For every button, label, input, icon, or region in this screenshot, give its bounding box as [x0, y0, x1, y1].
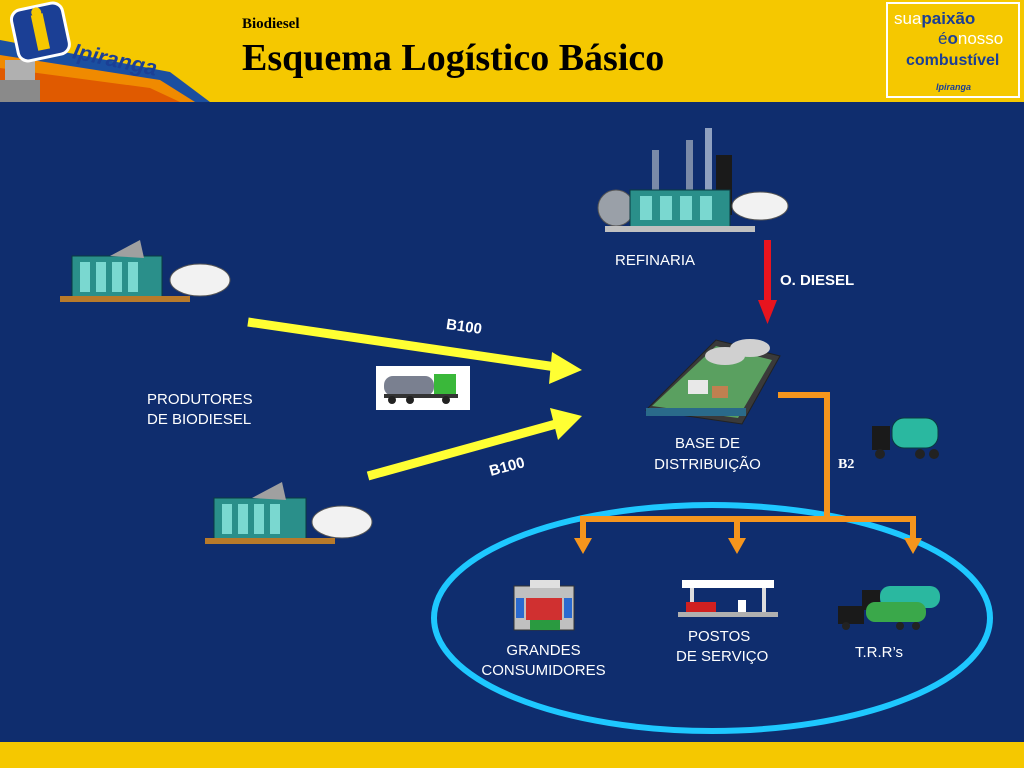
slogan-combustivel: combustível [906, 52, 1000, 69]
distribution-base-label-line2: DISTRIBUIÇÃO [654, 456, 761, 473]
large-consumers-label-line2: CONSUMIDORES [481, 662, 606, 679]
slogan-o: o [947, 29, 958, 48]
page-title: Esquema Logístico Básico [242, 37, 665, 79]
distribution-base-icon [644, 339, 781, 425]
service-stations-label-line2: DE SERVIÇO [676, 648, 769, 665]
gas-station-icon [678, 580, 778, 617]
slogan-nosso: nosso [957, 29, 1004, 48]
b100-arrow-top [247, 317, 582, 384]
service-stations-label-line1: POSTOS [688, 628, 751, 645]
b100-arrow-bottom [366, 408, 582, 481]
diesel-arrow [758, 240, 777, 324]
slogan-badge: suapaixão éonosso combustível Ipiranga [886, 2, 1020, 98]
b100-label-bottom: B100 [488, 454, 527, 480]
ipiranga-logo-icon: Ipiranga [0, 1, 210, 102]
slogan-sua: sua [894, 9, 922, 28]
distribution-base-label-line1: BASE DE [674, 435, 741, 452]
footer-bar [0, 742, 1024, 768]
consumers-ellipse [431, 502, 993, 734]
factory-icon [205, 482, 373, 544]
producers-label-line1: PRODUTORES [147, 391, 253, 408]
bus-icon [513, 580, 575, 631]
page-subtitle: Biodiesel [242, 16, 300, 32]
slogan-brand: Ipiranga [936, 82, 972, 92]
b2-label: B2 [838, 457, 855, 472]
slogan-e: é [938, 29, 948, 48]
diagram-area [0, 102, 1024, 742]
b100-label-top: B100 [445, 316, 483, 338]
producers-label-line2: DE BIODIESEL [147, 411, 252, 428]
b2-distribution-arrows [574, 392, 922, 554]
tanker-truck-icon [872, 417, 939, 459]
diesel-label: O. DIESEL [780, 272, 855, 289]
header-bar: Ipiranga Biodiesel Esquema Logístico Bás… [0, 0, 1024, 102]
tanker-trucks-icon [838, 586, 940, 630]
factory-icon [60, 240, 231, 302]
trrs-label: T.R.R’s [855, 644, 904, 661]
large-consumers-label-line1: GRANDES [506, 642, 581, 659]
tanker-truck-icon [376, 366, 470, 410]
refinery-icon [597, 128, 789, 232]
refinery-label: REFINARIA [615, 252, 696, 269]
slogan-paixao: paixão [921, 9, 976, 28]
